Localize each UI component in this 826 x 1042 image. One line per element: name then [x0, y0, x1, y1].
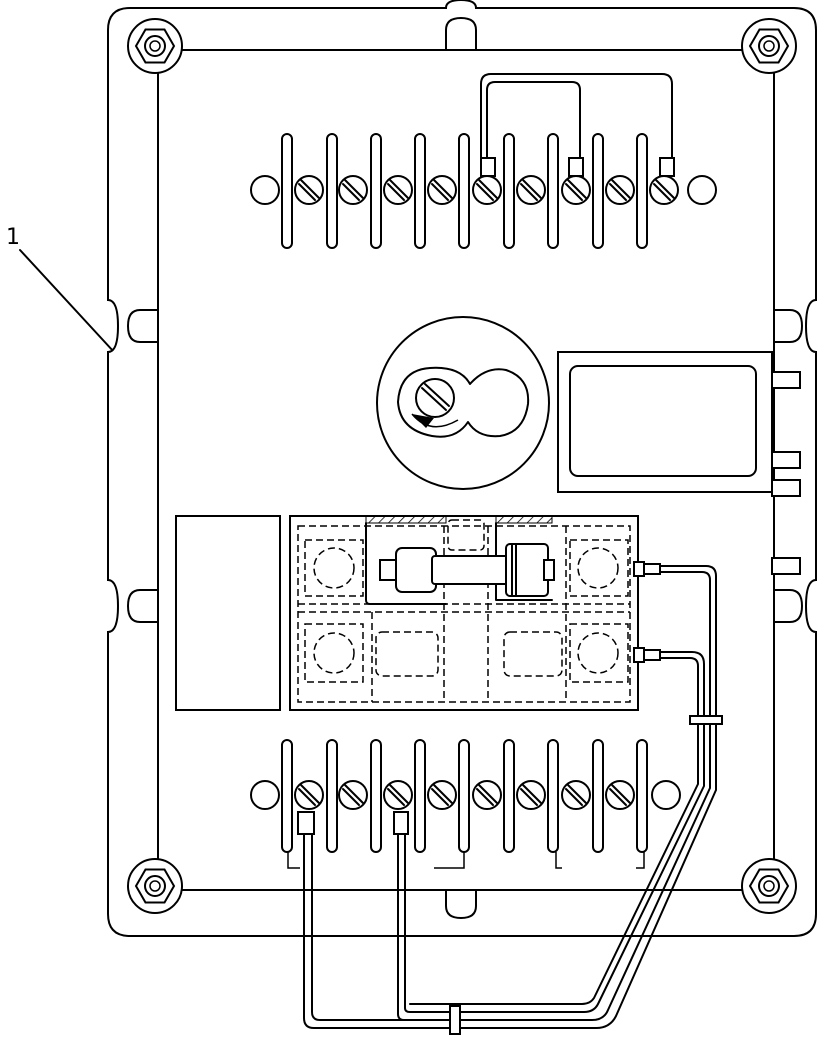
terminal-slot	[326, 133, 338, 249]
lug-left-lower	[127, 589, 159, 623]
board-wires	[633, 561, 723, 741]
terminal-slot	[370, 133, 382, 249]
slotted-screw-icon	[649, 175, 679, 205]
wire-terminal	[297, 811, 315, 835]
slotted-screw-icon	[605, 780, 635, 810]
wire-terminal	[480, 157, 496, 177]
terminal-slot	[503, 739, 515, 853]
hex-nut-icon	[741, 18, 797, 74]
wire-terminal	[568, 157, 584, 177]
terminal-slot	[636, 739, 648, 853]
terminal-slot	[547, 739, 559, 853]
terminal-hole	[687, 175, 717, 205]
terminal-slot	[458, 739, 470, 853]
wire-harness-bottom	[297, 739, 717, 1035]
terminal-slots	[281, 739, 648, 853]
slotted-screw-icon	[472, 780, 502, 810]
leader-line	[19, 249, 115, 353]
slotted-screw-icon	[294, 175, 324, 205]
slotted-screw-icon	[516, 780, 546, 810]
callout-label: 1	[6, 225, 20, 250]
terminal-slot	[281, 133, 293, 249]
wire-clip	[449, 1005, 461, 1035]
terminal-slot	[370, 739, 382, 853]
terminal-slot	[326, 739, 338, 853]
slotted-screw-icon	[427, 780, 457, 810]
slotted-screw-icon	[561, 780, 591, 810]
slotted-screw-icon	[605, 175, 635, 205]
lug-right-lower	[773, 589, 803, 623]
terminal-slot	[281, 739, 293, 853]
terminal-hole	[250, 780, 280, 810]
slotted-screw-icon	[561, 175, 591, 205]
mounting-nuts	[127, 18, 797, 914]
terminal-slot	[414, 133, 426, 249]
slotted-screw-icon	[383, 780, 413, 810]
terminal-slot	[592, 133, 604, 249]
slotted-screw-icon	[516, 175, 546, 205]
terminal-slot	[592, 739, 604, 853]
tab-bottom	[445, 889, 477, 919]
terminal-screws	[294, 780, 635, 810]
terminal-slot	[503, 133, 515, 249]
slotted-screw-icon	[383, 175, 413, 205]
wire-clip	[689, 715, 723, 725]
tab-top	[445, 17, 477, 51]
lug-left-upper	[127, 309, 159, 343]
terminal-hole	[651, 780, 681, 810]
hex-nut-icon	[127, 18, 183, 74]
hex-nut-icon	[127, 858, 183, 914]
lug-right-upper	[773, 309, 803, 343]
slotted-screw-icon	[472, 175, 502, 205]
terminal-slot	[547, 133, 559, 249]
terminal-strip-bottom	[250, 739, 681, 869]
terminal-slot	[636, 133, 648, 249]
wire-terminal	[659, 157, 675, 177]
inner-frame	[157, 49, 775, 891]
terminal-slot	[458, 133, 470, 249]
terminal-strip-top	[250, 133, 717, 249]
terminal-hole	[250, 175, 280, 205]
terminal-slots	[281, 133, 648, 249]
terminal-slot	[414, 739, 426, 853]
relay-module	[557, 351, 801, 575]
wire-terminal	[393, 811, 409, 835]
slotted-screw-icon	[427, 175, 457, 205]
slotted-screw-icon	[338, 780, 368, 810]
capacitor-block	[175, 515, 281, 711]
slotted-screw-icon	[294, 780, 324, 810]
potentiometer-icon	[376, 316, 550, 490]
callout-1: 1	[6, 225, 115, 353]
jumper-wires-top	[480, 73, 675, 177]
hex-nut-icon	[741, 858, 797, 914]
terminal-screws	[294, 175, 679, 205]
circuit-board	[289, 515, 639, 711]
slotted-screw-icon	[338, 175, 368, 205]
